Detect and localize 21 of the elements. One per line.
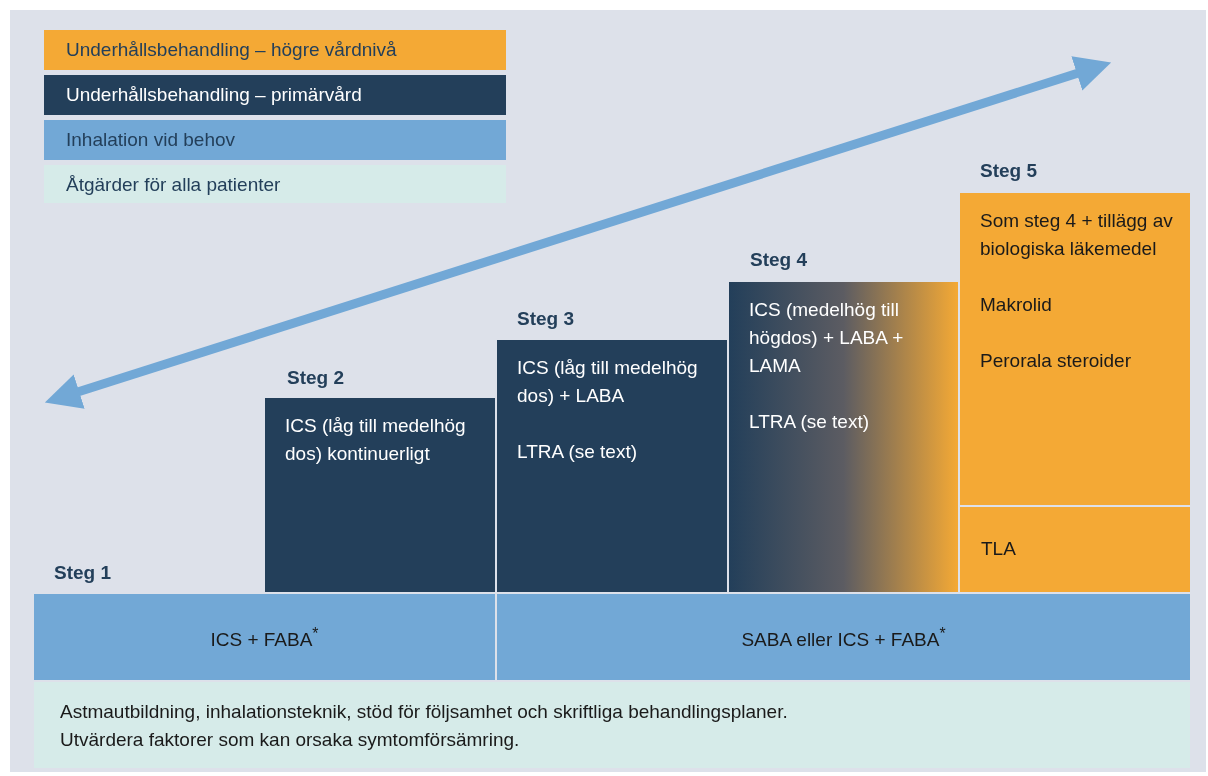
note-text: Astmautbildning, inhalationsteknik, stöd för följsamhet och skriftliga behandlingsplaner. Utvärdera faktorer som kan orsaka symtomförsämring. xyxy=(60,700,789,752)
step-text: TLA xyxy=(981,537,1016,561)
legend-label: Underhållsbehandling – primärvård xyxy=(66,84,362,106)
step-heading: Steg 5 xyxy=(980,160,1038,182)
step-text: ICS + FABA$^{*}$ xyxy=(210,623,319,653)
step-text: LTRA (se text) xyxy=(517,440,638,464)
step-text: Som steg 4 + tillägg av biologiska läkemedel xyxy=(980,209,1174,261)
step-heading: Steg 1 xyxy=(54,562,112,584)
step-text: ICS (medelhög till högdos) + LABA + LAMA xyxy=(749,298,905,378)
step-heading: Steg 4 xyxy=(750,249,808,271)
step-text: Perorala steroider xyxy=(980,349,1133,373)
step-text: LTRA (se text) xyxy=(749,410,870,434)
step-text: Makrolid xyxy=(980,293,1053,317)
legend-label: Underhållsbehandling – högre vårdnivå xyxy=(66,39,397,61)
legend-label: Åtgärder för alla patienter xyxy=(66,174,281,196)
legend-label: Inhalation vid behov xyxy=(66,129,235,151)
step-heading: Steg 3 xyxy=(517,308,575,330)
step-text: ICS (låg till medelhög dos) + LABA xyxy=(517,356,699,408)
step-text: ICS (låg till medelhög dos) kontinuerligt xyxy=(285,414,467,466)
step-text: SABA eller ICS + FABA$^{*}$ xyxy=(741,623,946,653)
step-heading: Steg 2 xyxy=(287,367,345,389)
